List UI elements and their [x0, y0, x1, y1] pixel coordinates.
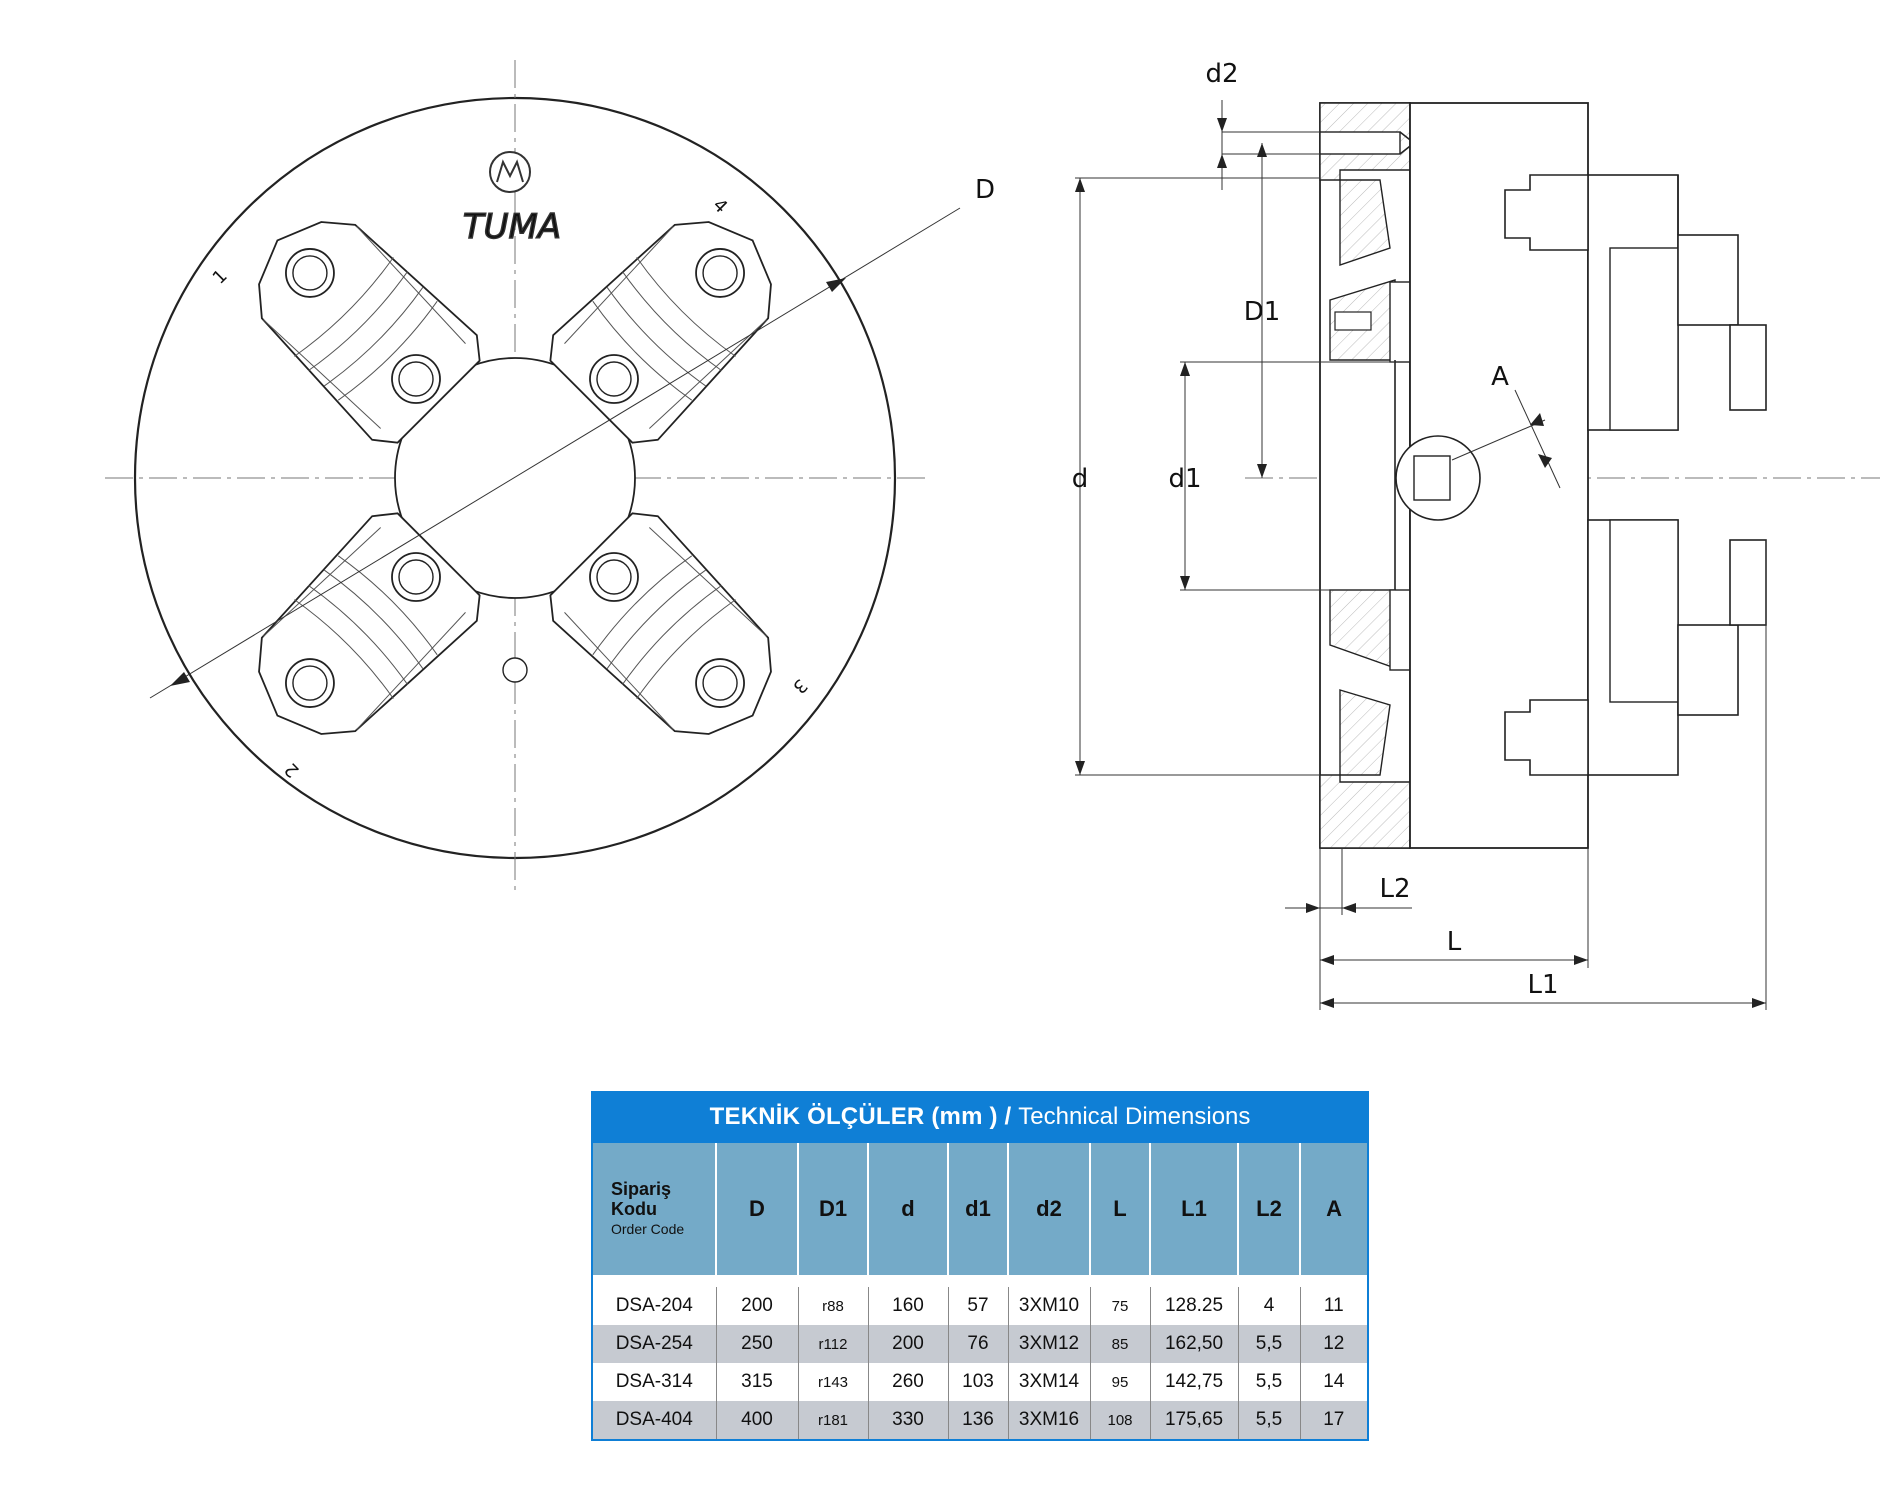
header-order-code-tr-1: Sipariş: [611, 1179, 672, 1199]
cell-D: 200: [715, 1287, 798, 1325]
cell-L: 75: [1089, 1287, 1150, 1325]
cell-L1: 128.25: [1149, 1287, 1238, 1325]
jaw-number-2: 2: [281, 758, 304, 781]
cell-d: 160: [867, 1287, 948, 1325]
cell-code: DSA-254: [591, 1325, 716, 1363]
cell-L: 108: [1089, 1401, 1150, 1441]
cell-d2: 3XM16: [1007, 1401, 1090, 1441]
cell-d2: 3XM10: [1007, 1287, 1090, 1325]
cell-A: 14: [1299, 1363, 1370, 1401]
jaw-number-1: 1: [209, 266, 232, 289]
cell-D1: r112: [797, 1325, 868, 1363]
cell-code: DSA-404: [591, 1401, 716, 1441]
header-order-code-tr-2: Kodu: [611, 1199, 657, 1219]
cell-d1: 136: [947, 1401, 1008, 1441]
cell-d: 200: [867, 1325, 948, 1363]
cell-L1: 142,75: [1149, 1363, 1238, 1401]
cell-L1: 162,50: [1149, 1325, 1238, 1363]
header-D1: D1: [797, 1142, 869, 1275]
lower-jaw-side: [1504, 519, 1767, 776]
cell-L2: 5,5: [1237, 1363, 1300, 1401]
dimension-D-arrow-top: [826, 278, 846, 292]
cell-D: 250: [715, 1325, 798, 1363]
table-row: DSA-314 315 r143 260 103 3XM14 95 142,75…: [591, 1363, 1370, 1401]
cell-code: DSA-314: [591, 1363, 716, 1401]
cell-d2: 3XM12: [1007, 1325, 1090, 1363]
cell-L2: 5,5: [1237, 1401, 1300, 1441]
cell-L: 95: [1089, 1363, 1150, 1401]
cell-D: 315: [715, 1363, 798, 1401]
cell-A: 12: [1299, 1325, 1370, 1363]
jaw-number-4: 4: [708, 195, 731, 218]
header-d2: d2: [1007, 1142, 1091, 1275]
technical-dimensions-table: TEKNİK ÖLÇÜLER (mm ) / Technical Dimensi…: [590, 1091, 1370, 1441]
side-view: d2 D1 d d1 A L2: [1072, 59, 1880, 1010]
header-D: D: [715, 1142, 799, 1275]
index-hole: [502, 657, 528, 683]
cell-d1: 103: [947, 1363, 1008, 1401]
cell-A: 11: [1299, 1287, 1370, 1325]
cell-d2: 3XM14: [1007, 1363, 1090, 1401]
header-d1: d1: [947, 1142, 1009, 1275]
cell-D: 400: [715, 1401, 798, 1441]
cell-L2: 4: [1237, 1287, 1300, 1325]
label-d1: d1: [1168, 464, 1201, 494]
cell-A: 17: [1299, 1401, 1370, 1441]
cell-L1: 175,65: [1149, 1401, 1238, 1441]
cell-L2: 5,5: [1237, 1325, 1300, 1363]
table-row: DSA-254 250 r112 200 76 3XM12 85 162,50 …: [591, 1325, 1370, 1363]
header-L: L: [1089, 1142, 1151, 1275]
header-A: A: [1298, 1142, 1370, 1275]
label-d2: d2: [1205, 59, 1238, 89]
center-bore: [394, 357, 636, 599]
jaw-number-3: 3: [788, 674, 811, 697]
cell-D1: r181: [797, 1401, 868, 1441]
front-view: TUMA 1 2 3 4 D: [105, 60, 995, 890]
label-D: D: [975, 175, 995, 205]
technical-drawing: TUMA 1 2 3 4 D: [105, 59, 1880, 1010]
label-L2: L2: [1379, 874, 1410, 904]
header-L1: L1: [1149, 1142, 1239, 1275]
dimension-D-line: [149, 207, 961, 699]
cell-code: DSA-204: [591, 1287, 716, 1325]
table-row: DSA-404 400 r181 330 136 3XM16 108 175,6…: [591, 1401, 1370, 1441]
cell-d1: 76: [947, 1325, 1008, 1363]
label-d: d: [1072, 464, 1089, 494]
table-title: TEKNİK ÖLÇÜLER (mm ) / Technical Dimensi…: [590, 1091, 1370, 1143]
logo-text: TUMA: [463, 207, 561, 247]
dimension-D-arrow-bottom: [170, 672, 190, 686]
cell-D1: r143: [797, 1363, 868, 1401]
cell-d: 330: [867, 1401, 948, 1441]
tuma-logo: TUMA: [462, 151, 562, 248]
dimension-A-line: [1451, 419, 1546, 461]
header-d: d: [867, 1142, 949, 1275]
label-L: L: [1447, 927, 1462, 957]
header-L2: L2: [1237, 1142, 1301, 1275]
header-order-code-en: Order Code: [611, 1221, 685, 1237]
table-title-tr: TEKNİK ÖLÇÜLER (mm ): [709, 1103, 998, 1130]
table-title-separator: /: [997, 1103, 1019, 1130]
cell-d: 260: [867, 1363, 948, 1401]
cell-d1: 57: [947, 1287, 1008, 1325]
cell-L: 85: [1089, 1325, 1150, 1363]
label-A: A: [1491, 362, 1509, 392]
table-title-en: Technical Dimensions: [1018, 1103, 1251, 1130]
upper-jaw-side: [1504, 174, 1767, 431]
cell-D1: r88: [797, 1287, 868, 1325]
label-L1: L1: [1527, 970, 1558, 1000]
table-row: DSA-204 200 r88 160 57 3XM10 75 128.25 4…: [591, 1287, 1370, 1325]
label-D1: D1: [1244, 297, 1281, 327]
header-order-code: Sipariş Kodu Order Code: [591, 1142, 717, 1275]
